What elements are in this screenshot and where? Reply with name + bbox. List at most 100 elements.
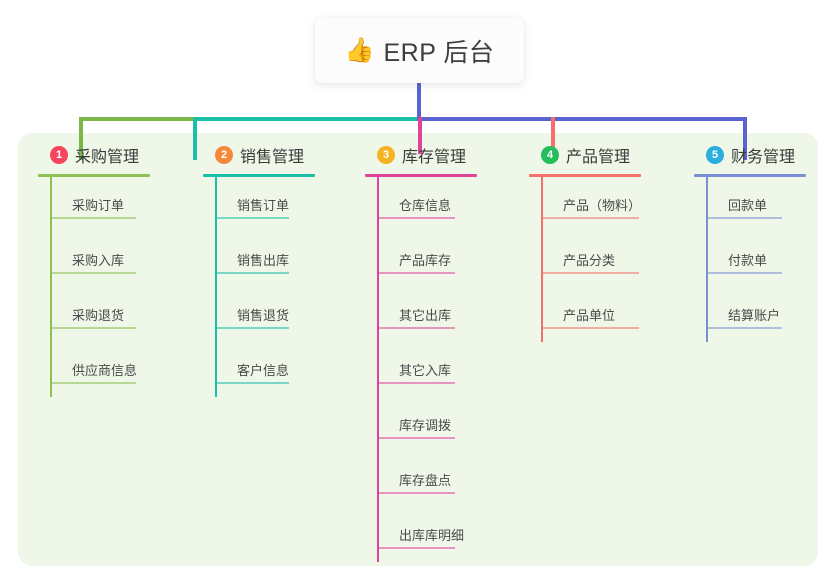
list-item-label: 销售退货 (237, 308, 290, 323)
column-badge-2: 2 (215, 146, 233, 164)
list-item[interactable]: 付款单 (706, 232, 806, 287)
column-title-1: 采购管理 (75, 149, 140, 166)
list-item[interactable]: 其它入库 (377, 342, 477, 397)
list-item[interactable]: 采购订单 (50, 177, 150, 232)
list-item-rule (50, 327, 136, 329)
list-item-label: 采购入库 (72, 253, 125, 268)
list-item[interactable]: 产品单位 (541, 287, 641, 342)
list-item-label: 付款单 (728, 253, 768, 268)
column-spine-3 (377, 177, 379, 562)
column-title-3: 库存管理 (402, 149, 467, 166)
bus-segment-green (79, 117, 197, 121)
list-item-rule (50, 217, 136, 219)
list-item[interactable]: 销售出库 (215, 232, 315, 287)
column-spine-5 (706, 177, 708, 342)
column-items-1: 采购订单采购入库采购退货供应商信息 (50, 177, 150, 397)
list-item-rule (541, 327, 639, 329)
column-badge-5: 5 (706, 146, 724, 164)
list-item[interactable]: 采购退货 (50, 287, 150, 342)
column-header-rule-4 (529, 174, 641, 177)
thumbs-up-icon: 👍 (344, 36, 375, 64)
column-header-2[interactable]: 2 销售管理 (203, 140, 315, 170)
list-item[interactable]: 库存盘点 (377, 452, 477, 507)
column-title-5: 财务管理 (731, 149, 796, 166)
list-item-label: 库存调拨 (399, 418, 452, 433)
list-item-rule (50, 272, 136, 274)
column-header-rule-3 (365, 174, 477, 177)
list-item-label: 客户信息 (237, 363, 290, 378)
column-header-rule-2 (203, 174, 315, 177)
list-item[interactable]: 产品库存 (377, 232, 477, 287)
root-node[interactable]: 👍 ERP 后台 (315, 18, 524, 83)
bus-segment-blue (417, 117, 747, 121)
list-item[interactable]: 结算账户 (706, 287, 806, 342)
list-item-rule (377, 547, 455, 549)
list-item-label: 销售订单 (237, 198, 290, 213)
list-item[interactable]: 客户信息 (215, 342, 315, 397)
list-item[interactable]: 回款单 (706, 177, 806, 232)
column-header-5[interactable]: 5 财务管理 (694, 140, 806, 170)
list-item[interactable]: 其它出库 (377, 287, 477, 342)
column-3: 3 库存管理仓库信息产品库存其它出库其它入库库存调拨库存盘点出库库明细 (365, 140, 477, 562)
list-item[interactable]: 供应商信息 (50, 342, 150, 397)
list-item-label: 产品单位 (563, 308, 616, 323)
column-4: 4 产品管理产品（物料） 产品分类产品单位 (529, 140, 641, 342)
root-node-title: ERP 后台 (383, 38, 495, 67)
list-item[interactable]: 产品（物料） (541, 177, 641, 232)
list-item-rule (706, 327, 782, 329)
list-item-rule (706, 272, 782, 274)
column-spine-2 (215, 177, 217, 397)
list-item[interactable]: 出库库明细 (377, 507, 477, 562)
list-item-rule (215, 382, 289, 384)
drop-connector-1 (79, 117, 83, 160)
list-item[interactable]: 销售退货 (215, 287, 315, 342)
list-item[interactable]: 产品分类 (541, 232, 641, 287)
list-item-rule (50, 382, 136, 384)
list-item-rule (215, 327, 289, 329)
column-header-rule-5 (694, 174, 806, 177)
column-badge-4: 4 (541, 146, 559, 164)
column-title-4: 产品管理 (566, 149, 631, 166)
list-item-label: 库存盘点 (399, 473, 452, 488)
column-5: 5 财务管理回款单付款单结算账户 (694, 140, 806, 342)
list-item-label: 回款单 (728, 198, 768, 213)
trunk-vertical-connector (417, 83, 421, 119)
list-item-label: 产品分类 (563, 253, 616, 268)
list-item-rule (541, 217, 639, 219)
list-item-label: 采购订单 (72, 198, 125, 213)
list-item-label: 采购退货 (72, 308, 125, 323)
column-header-1[interactable]: 1 采购管理 (38, 140, 150, 170)
list-item-label: 产品库存 (399, 253, 452, 268)
list-item[interactable]: 库存调拨 (377, 397, 477, 452)
list-item-rule (377, 437, 455, 439)
drop-connector-3 (418, 117, 422, 154)
column-2: 2 销售管理销售订单销售出库销售退货客户信息 (203, 140, 315, 397)
column-spine-1 (50, 177, 52, 397)
column-badge-3: 3 (377, 146, 395, 164)
list-item[interactable]: 采购入库 (50, 232, 150, 287)
column-title-2: 销售管理 (240, 149, 305, 166)
column-items-2: 销售订单销售出库销售退货客户信息 (215, 177, 315, 397)
column-items-5: 回款单付款单结算账户 (706, 177, 806, 342)
drop-connector-2 (193, 117, 197, 160)
list-item-label: 产品（物料） (563, 198, 642, 213)
list-item[interactable]: 仓库信息 (377, 177, 477, 232)
column-header-3[interactable]: 3 库存管理 (365, 140, 477, 170)
column-1: 1 采购管理采购订单采购入库采购退货供应商信息 (38, 140, 150, 397)
list-item-label: 仓库信息 (399, 198, 452, 213)
column-header-rule-1 (38, 174, 150, 177)
column-header-4[interactable]: 4 产品管理 (529, 140, 641, 170)
column-badge-1: 1 (50, 146, 68, 164)
list-item-label: 其它入库 (399, 363, 452, 378)
list-item-rule (215, 217, 289, 219)
list-item-rule (377, 382, 455, 384)
list-item-rule (377, 272, 455, 274)
column-items-3: 仓库信息产品库存其它出库其它入库库存调拨库存盘点出库库明细 (377, 177, 477, 562)
list-item-label: 结算账户 (728, 308, 781, 323)
list-item-rule (215, 272, 289, 274)
column-items-4: 产品（物料） 产品分类产品单位 (541, 177, 641, 342)
list-item[interactable]: 销售订单 (215, 177, 315, 232)
drop-connector-4 (551, 117, 555, 154)
column-spine-4 (541, 177, 543, 342)
